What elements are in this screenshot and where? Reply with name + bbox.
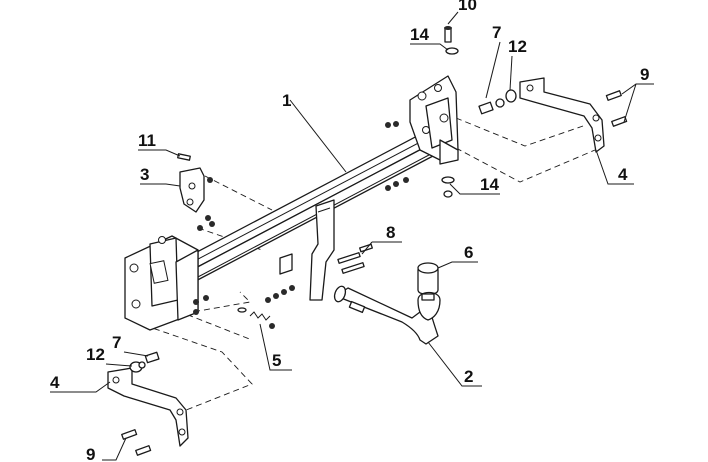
callout-7-left: 7	[112, 333, 121, 352]
callout-4-right: 4	[618, 165, 628, 184]
callout-2: 2	[464, 367, 473, 386]
left-mounting-plate	[124, 235, 199, 331]
callout-14-bottom: 14	[480, 175, 499, 194]
callout-12-left: 12	[86, 345, 105, 364]
callout-14-top: 14	[410, 25, 429, 44]
tow-ball	[417, 262, 441, 321]
small-bracket	[179, 167, 205, 213]
callout-leaders	[50, 11, 654, 461]
right-mounting-plate	[409, 75, 459, 165]
callout-10: 10	[458, 0, 477, 14]
callout-1: 1	[282, 91, 291, 110]
callout-11: 11	[138, 131, 156, 150]
callout-9-left: 9	[86, 445, 95, 462]
callout-8: 8	[386, 223, 395, 242]
callout-3: 3	[140, 165, 149, 184]
callout-6: 6	[464, 243, 473, 262]
callout-labels: 10 14 7 12 9 1 11 3 4 14 8 6 7 12 5 4 2 …	[50, 0, 649, 462]
coupling-bracket	[279, 199, 335, 301]
left-side-bracket	[107, 367, 189, 447]
assembly-guide-lines	[134, 117, 596, 415]
callout-7-right: 7	[492, 23, 501, 42]
callout-9-right: 9	[640, 65, 649, 84]
right-side-bracket	[519, 77, 605, 153]
fasteners	[121, 26, 628, 456]
callout-12-right: 12	[508, 37, 527, 56]
callout-5: 5	[272, 351, 281, 370]
callout-4-left: 4	[50, 373, 60, 392]
